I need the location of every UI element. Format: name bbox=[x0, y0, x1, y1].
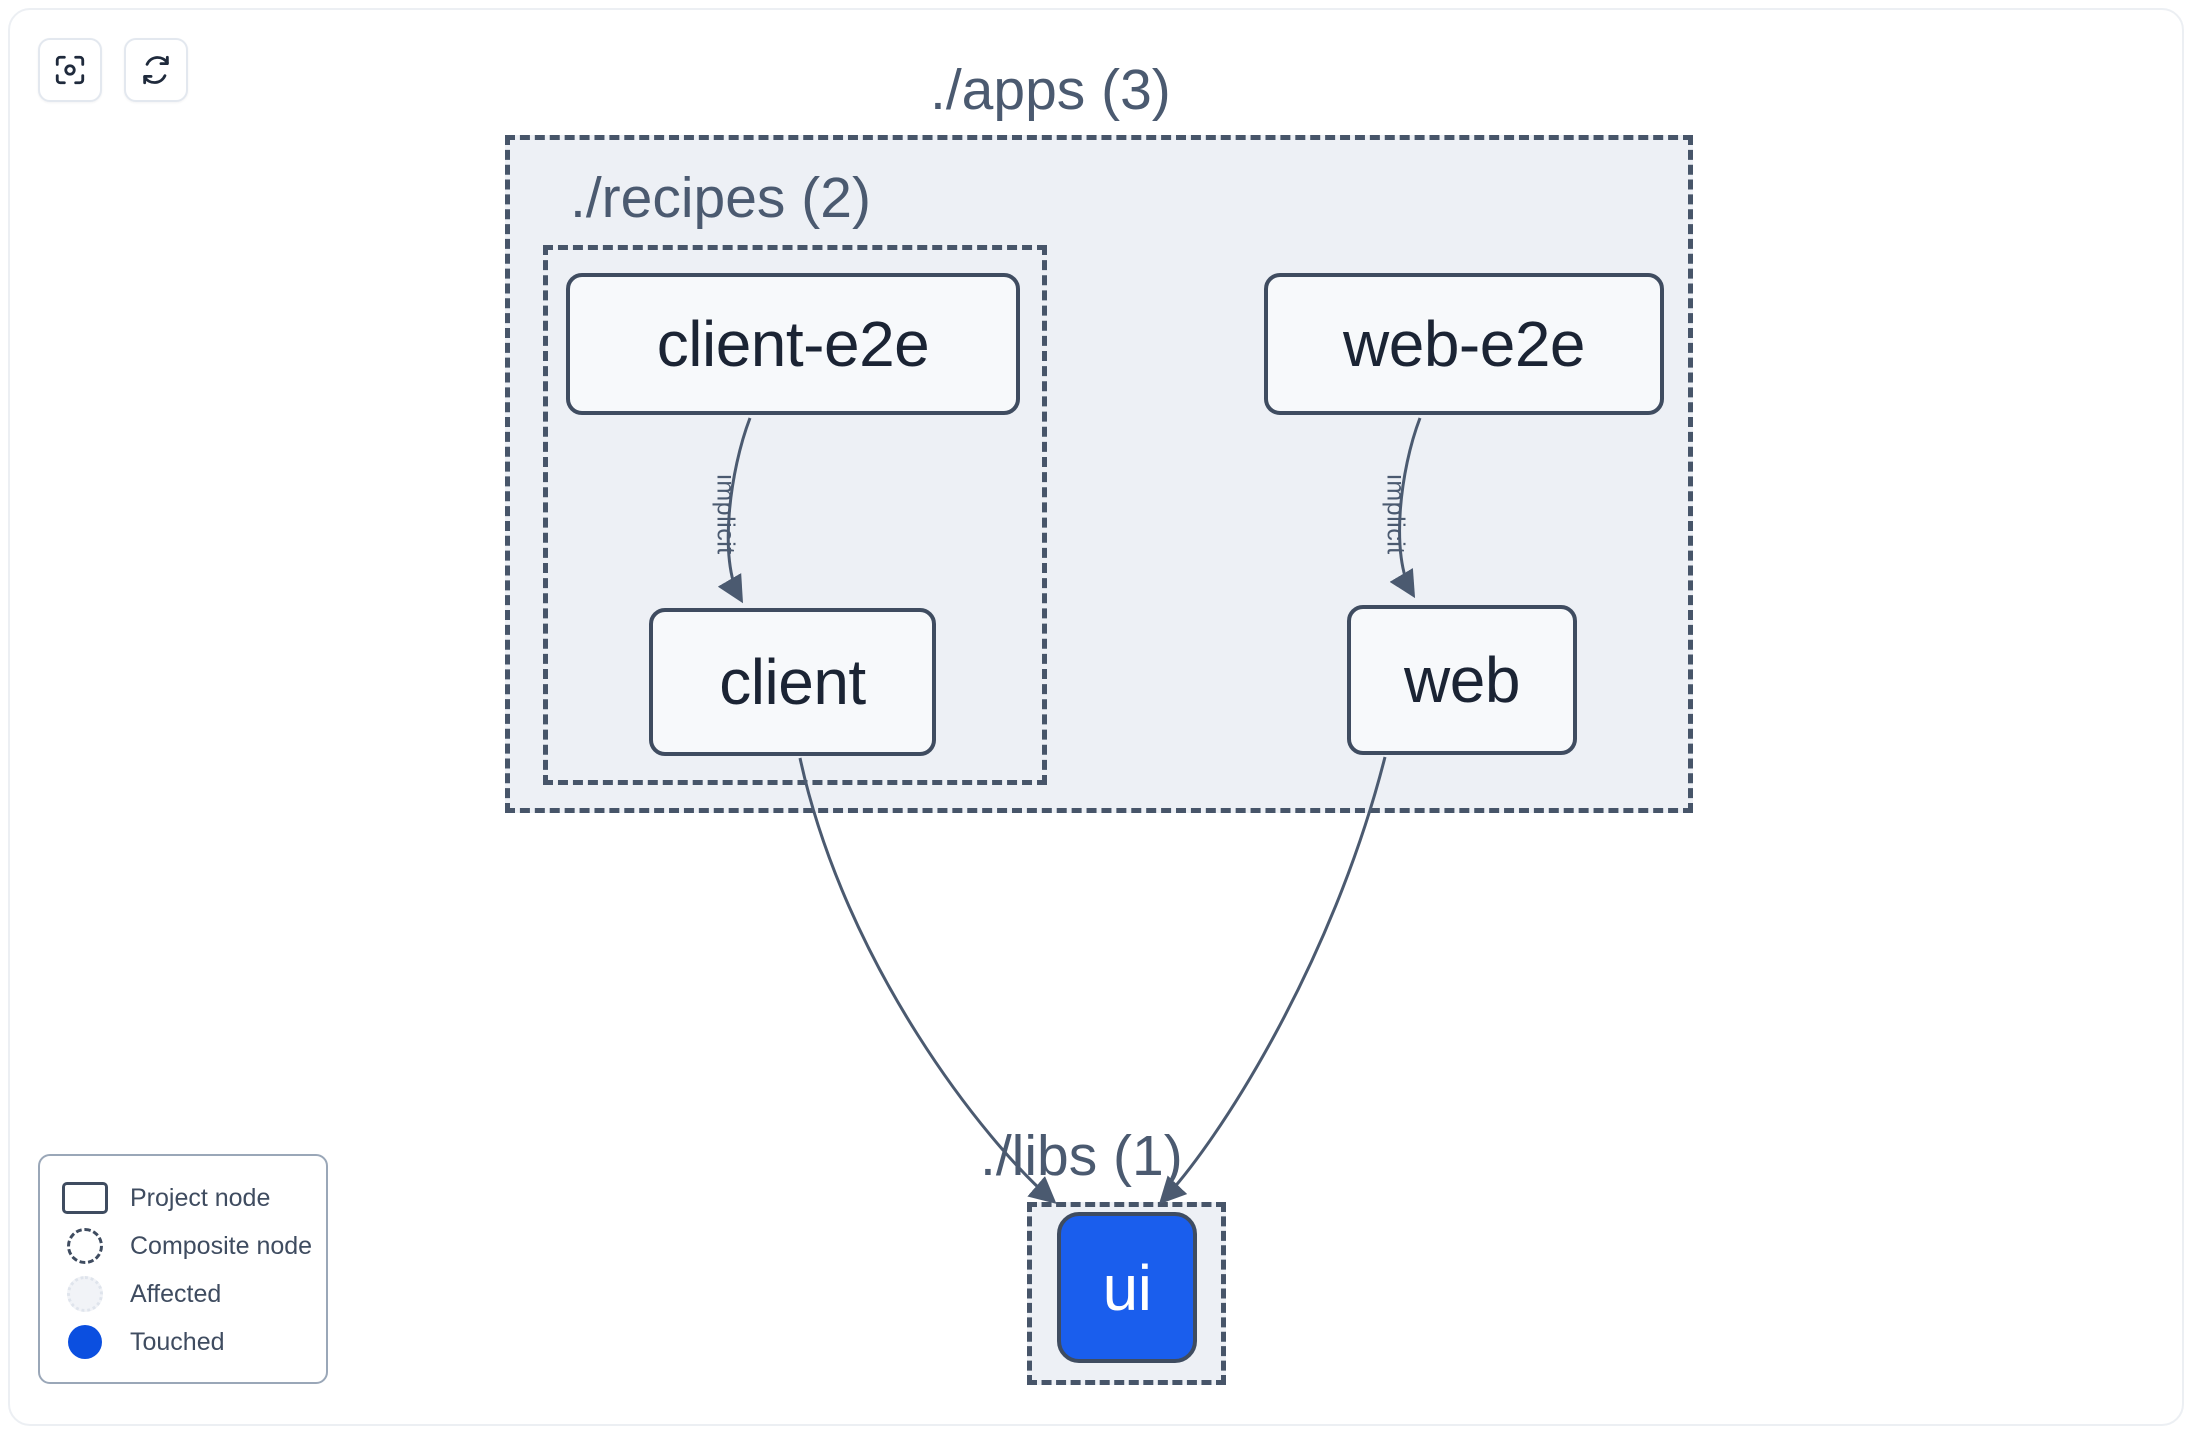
legend-label-touched: Touched bbox=[130, 1327, 225, 1356]
group-label-libs: ./libs (1) bbox=[980, 1124, 1183, 1188]
refresh-graph-button[interactable] bbox=[124, 38, 188, 102]
node-web[interactable]: web bbox=[1347, 605, 1577, 755]
legend-label-project-node: Project node bbox=[130, 1183, 271, 1212]
focus-target-icon bbox=[55, 55, 85, 85]
legend-item-composite-node: Composite node bbox=[62, 1222, 313, 1270]
edge-label-web-implicit: implicit bbox=[1381, 474, 1410, 555]
group-label-recipes: ./recipes (2) bbox=[570, 166, 871, 230]
touched-swatch bbox=[62, 1325, 108, 1359]
node-client-e2e[interactable]: client-e2e bbox=[566, 273, 1020, 415]
edge-web-e2e-to-web bbox=[1389, 417, 1422, 599]
edge-client-e2e-to-client bbox=[717, 417, 752, 604]
legend-item-touched: Touched bbox=[62, 1318, 310, 1366]
legend-label-affected: Affected bbox=[130, 1279, 222, 1308]
legend-label-composite-node: Composite node bbox=[130, 1231, 313, 1260]
legend-item-affected: Affected bbox=[62, 1270, 310, 1318]
focus-graph-button[interactable] bbox=[38, 38, 102, 102]
group-label-apps: ./apps (3) bbox=[930, 58, 1171, 122]
refresh-icon bbox=[143, 55, 169, 85]
edge-label-client-implicit: implicit bbox=[711, 474, 740, 555]
project-node-swatch bbox=[62, 1181, 108, 1215]
edge-client-to-ui bbox=[798, 757, 1057, 1204]
graph-toolbar bbox=[38, 38, 188, 102]
node-ui[interactable]: ui bbox=[1057, 1212, 1197, 1363]
composite-node-swatch bbox=[62, 1228, 108, 1264]
node-web-e2e[interactable]: web-e2e bbox=[1264, 273, 1664, 415]
node-client[interactable]: client bbox=[649, 608, 936, 756]
edge-web-to-ui bbox=[1158, 756, 1387, 1205]
affected-swatch bbox=[62, 1276, 108, 1312]
graph-legend: Project node Composite node Affected Tou… bbox=[38, 1154, 328, 1384]
legend-item-project-node: Project node bbox=[62, 1174, 310, 1222]
